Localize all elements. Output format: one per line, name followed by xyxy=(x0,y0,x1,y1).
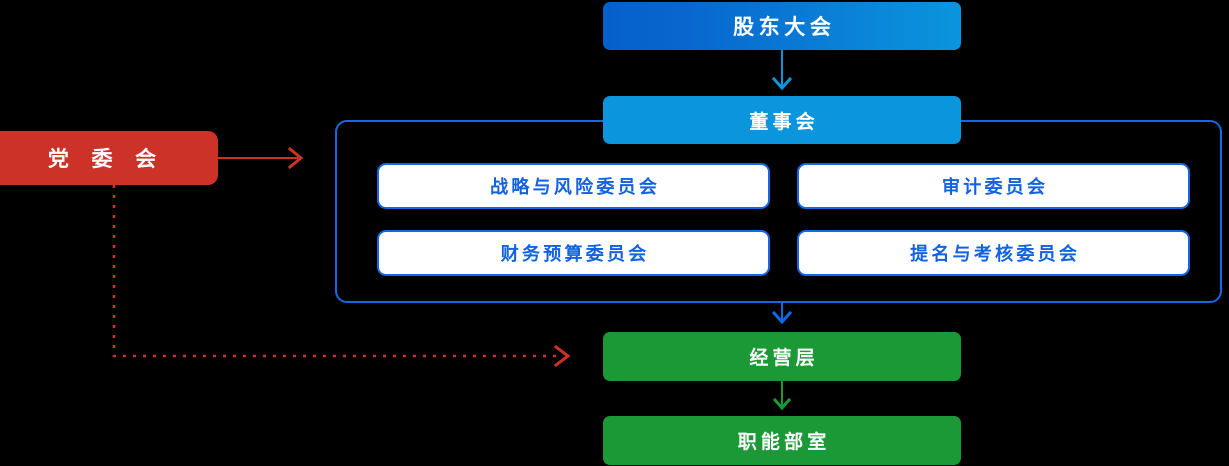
node-party-committee[interactable]: 党 委 会 xyxy=(0,131,218,185)
node-functional-departments[interactable]: 职能部室 xyxy=(603,416,961,465)
node-management-level[interactable]: 经营层 xyxy=(603,332,961,381)
arrow-party-to-board xyxy=(218,146,304,170)
committee-financial-budget[interactable]: 财务预算委员会 xyxy=(377,230,770,276)
arrow-management-to-departments xyxy=(772,381,792,411)
arrow-shareholders-to-board xyxy=(771,50,793,91)
committee-nomination-and-assessment[interactable]: 提名与考核委员会 xyxy=(797,230,1190,276)
arrow-board-to-management xyxy=(771,303,793,325)
committee-audit[interactable]: 审计委员会 xyxy=(797,163,1190,209)
committee-strategy-and-risk[interactable]: 战略与风险委员会 xyxy=(377,163,770,209)
node-shareholders-meeting[interactable]: 股东大会 xyxy=(603,2,961,50)
node-board-of-directors[interactable]: 董事会 xyxy=(603,96,961,144)
